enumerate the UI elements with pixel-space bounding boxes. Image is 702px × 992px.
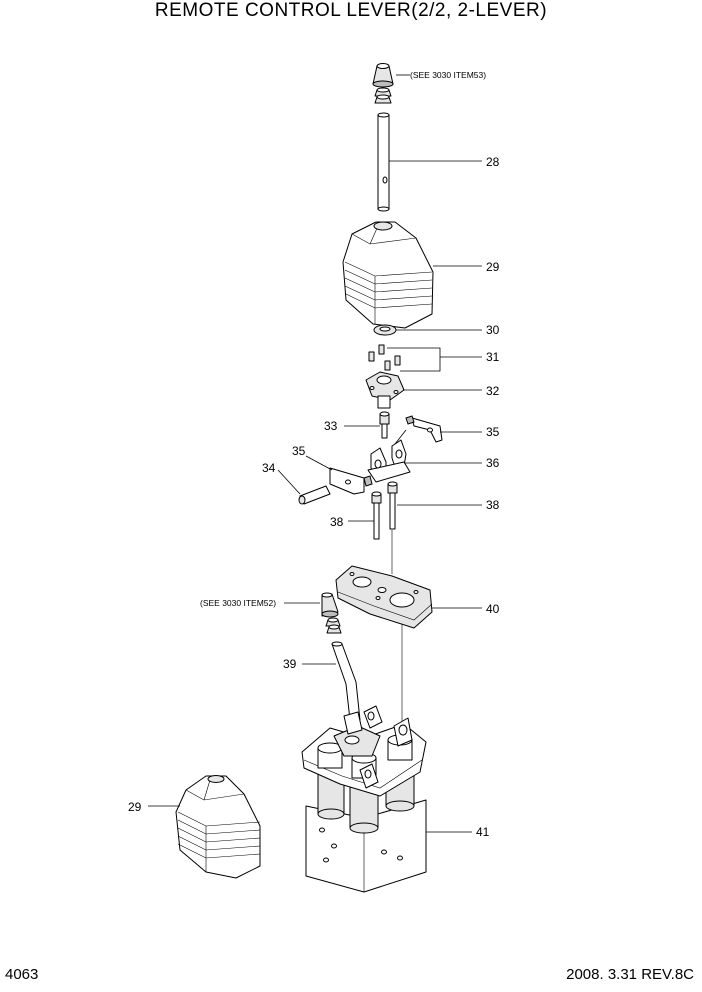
holder-32 [365, 371, 405, 409]
lower-knob [321, 592, 339, 618]
washer-30 [373, 324, 397, 336]
callout-30: 30 [486, 323, 500, 337]
callout-39: 39 [283, 657, 297, 671]
bolt-33 [379, 411, 390, 439]
callout-35-left: 35 [292, 444, 306, 458]
callout-29-bottom: 29 [128, 800, 142, 814]
ref-item52-label: (SEE 3030 ITEM52) [200, 598, 276, 608]
callout-34: 34 [262, 461, 276, 475]
callout-40: 40 [486, 602, 500, 616]
top-nuts [374, 87, 392, 104]
pin-34 [298, 485, 331, 505]
callout-28: 28 [486, 155, 500, 169]
callout-31: 31 [486, 350, 500, 364]
revision-date: 2008. 3.31 REV.8C [566, 966, 694, 983]
callout-38-right: 38 [486, 498, 500, 512]
top-knob [372, 63, 394, 88]
callout-33: 33 [324, 419, 338, 433]
rubber-boot-29-bottom [175, 775, 261, 879]
callout-41: 41 [476, 825, 490, 839]
lower-nuts [325, 617, 342, 634]
bracket-36 [367, 439, 411, 483]
bracket-35-right [405, 415, 443, 443]
callout-32: 32 [486, 384, 500, 398]
page-title: REMOTE CONTROL LEVER(2/2, 2-LEVER) [154, 0, 548, 21]
callout-38-left: 38 [330, 515, 344, 529]
bolts-38 [371, 481, 398, 540]
rubber-boot-29-top [342, 221, 434, 329]
bracket-35-left [329, 467, 373, 495]
pins-31 [368, 344, 401, 371]
lever-rod-28 [377, 112, 390, 212]
callout-35-right: 35 [486, 425, 500, 439]
callout-36: 36 [486, 456, 500, 470]
ref-item53-label: (SEE 3030 ITEM53) [410, 70, 486, 80]
plate-40 [335, 565, 433, 629]
lever-39 [331, 641, 361, 721]
callout-29-top: 29 [486, 260, 500, 274]
page-number: 4063 [5, 966, 39, 983]
valve-body-41 [301, 705, 427, 893]
